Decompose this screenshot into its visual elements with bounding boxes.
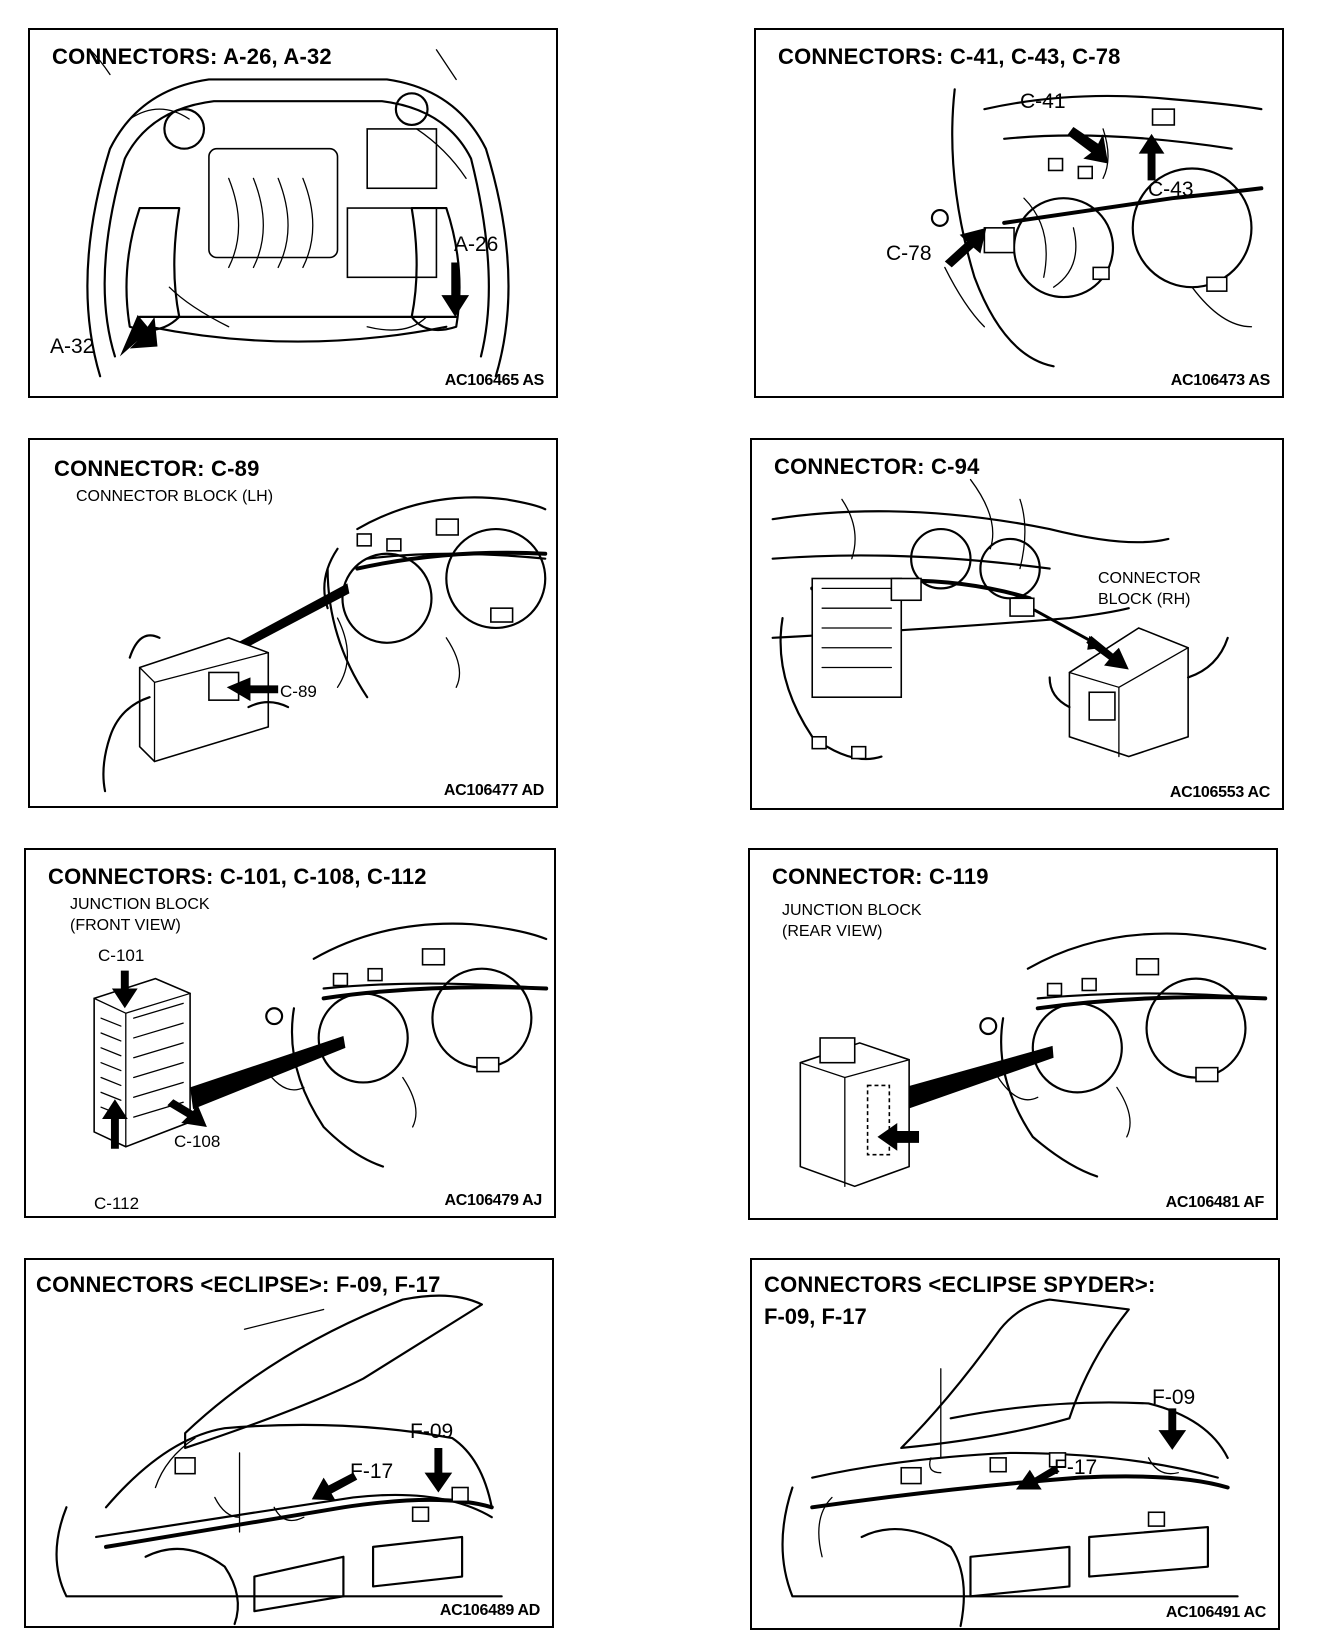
- panel-title: CONNECTOR: C-94: [774, 454, 980, 479]
- connector-label-c108: C-108: [174, 1132, 221, 1151]
- panel-subtitle: CONNECTOR BLOCK (LH): [76, 488, 274, 505]
- connector-block-rh-illustration: [771, 478, 1229, 761]
- panel-title: CONNECTOR: C-89: [54, 456, 260, 481]
- connector-label-c78: C-78: [886, 242, 932, 265]
- figure-code: AC106479 AJ: [444, 1192, 542, 1209]
- diagram-panel-c41-c43-c78: CONNECTORS: C-41, C-43, C-78 C-41 C-43 C…: [754, 28, 1284, 398]
- figure-code: AC106491 AC: [1165, 1604, 1266, 1621]
- panel-subtitle: JUNCTION BLOCK (REAR VIEW): [782, 902, 922, 940]
- connector-block-lh-illustration: [102, 496, 548, 793]
- panel-title: CONNECTORS <ECLIPSE>: F-09, F-17: [36, 1272, 441, 1297]
- connector-label-c89: C-89: [280, 682, 317, 701]
- figure-code: AC106553 AC: [1169, 784, 1270, 801]
- figure-code: AC106477 AD: [443, 782, 544, 799]
- engine-compartment-illustration: [86, 49, 510, 378]
- figure-code: AC106465 AS: [444, 372, 545, 389]
- panel-subtitle: CONNECTOR BLOCK (RH): [1098, 570, 1201, 608]
- diagram-panel-c119: CONNECTOR: C-119 JUNCTION BLOCK (REAR VI…: [748, 848, 1278, 1220]
- instrument-panel-illustration: [930, 88, 1264, 368]
- panel-title: CONNECTORS <ECLIPSE SPYDER>:: [764, 1272, 1156, 1297]
- connector-label-c101: C-101: [98, 946, 145, 965]
- panel-title: CONNECTORS: A-26, A-32: [52, 44, 332, 69]
- panel-title-line2: F-09, F-17: [764, 1304, 867, 1329]
- figure-code: AC106473 AS: [1170, 372, 1271, 389]
- connector-label-a32: A-32: [50, 335, 95, 358]
- connector-label-a26: A-26: [454, 233, 499, 256]
- figure-code: AC106481 AF: [1165, 1194, 1265, 1211]
- diagram-panel-a26-a32: CONNECTORS: A-26, A-32 A-26 A-32 AC10646…: [28, 28, 558, 398]
- connector-label-c41: C-41: [1020, 90, 1066, 113]
- diagram-panel-c101-c108-c112: CONNECTORS: C-101, C-108, C-112 JUNCTION…: [24, 848, 556, 1218]
- connector-label-c43: C-43: [1148, 178, 1194, 201]
- diagram-panel-eclipse-spyder-f09-f17: CONNECTORS <ECLIPSE SPYDER>: F-09, F-17 …: [750, 1258, 1280, 1630]
- connector-label-c112: C-112: [94, 1194, 140, 1213]
- eclipse-spyder-rear-trunk-illustration: [781, 1298, 1239, 1628]
- connector-label-f09: F-09: [1152, 1386, 1196, 1409]
- connector-label-f09: F-09: [410, 1420, 454, 1443]
- connector-label-f17: F-17: [350, 1460, 394, 1483]
- diagram-panel-c94: CONNECTOR: C-94 CONNECTOR BLOCK (RH) AC1…: [750, 438, 1284, 810]
- diagram-panel-c89: CONNECTOR: C-89 CONNECTOR BLOCK (LH) C-8…: [28, 438, 558, 808]
- eclipse-rear-trunk-illustration: [55, 1294, 503, 1626]
- junction-block-front-illustration: [93, 922, 549, 1168]
- panel-title: CONNECTORS: C-41, C-43, C-78: [778, 44, 1121, 69]
- diagram-panel-eclipse-f09-f17: CONNECTORS <ECLIPSE>: F-09, F-17 F-09 F-…: [24, 1258, 554, 1628]
- figure-code: AC106489 AD: [439, 1602, 540, 1619]
- connector-label-f17: F-17: [1054, 1456, 1098, 1479]
- panel-title: CONNECTORS: C-101, C-108, C-112: [48, 864, 427, 889]
- panel-title: CONNECTOR: C-119: [772, 864, 989, 889]
- junction-block-rear-illustration: [799, 932, 1268, 1188]
- panel-subtitle: JUNCTION BLOCK (FRONT VIEW): [70, 896, 210, 934]
